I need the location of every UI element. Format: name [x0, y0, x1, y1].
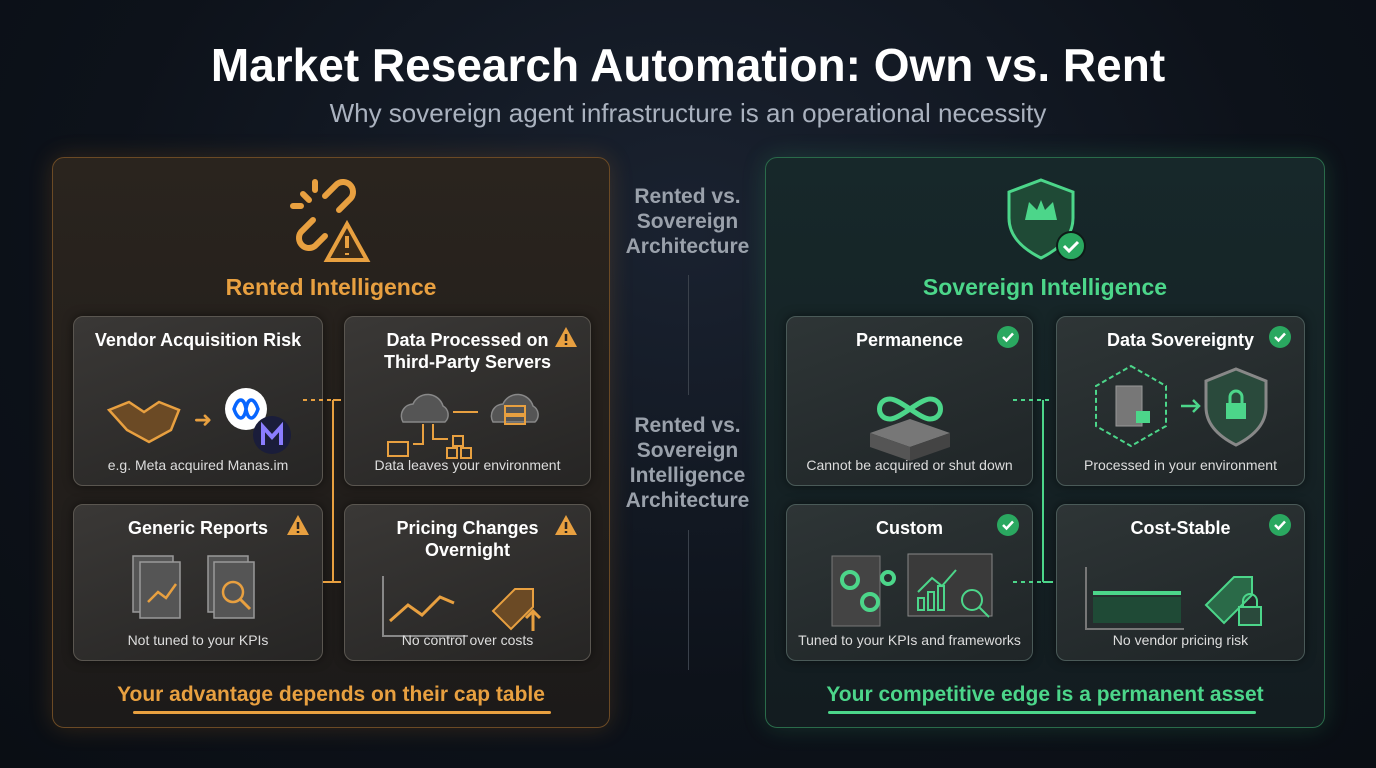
card-generic-reports: Generic Reports Not tuned to your KPIs [73, 504, 323, 661]
card-custom: Custom Tuned to your KPIs and frameworks [786, 504, 1033, 661]
secure-server-shield-icon [1094, 364, 1267, 448]
flat-price-lock-icon [1084, 567, 1262, 630]
card-caption: Data leaves your environment [374, 457, 561, 473]
cloud-servers-icon [386, 393, 539, 459]
gears-analytics-icon [831, 553, 992, 627]
rising-price-chart-icon [381, 576, 541, 637]
panel-title: Rented Intelligence [225, 274, 437, 300]
check-circle-icon [997, 514, 1019, 536]
card-cost-stable: Cost-Stable No vendor pricing risk [1056, 504, 1305, 661]
card-caption: Cannot be acquired or shut down [806, 457, 1013, 473]
flow-connectors [1013, 399, 1053, 583]
handshake-icon [106, 400, 181, 444]
card-caption: No vendor pricing risk [1112, 632, 1249, 648]
card-vendor-acquisition-risk: Vendor Acquisition Risk ➜ e.g. Meta acqu… [73, 316, 323, 486]
check-circle-icon [1269, 514, 1291, 536]
flow-connectors [303, 399, 341, 583]
card-caption: e.g. Meta acquired Manas.im [107, 457, 289, 473]
card-title: Custom [876, 518, 943, 538]
card-title: Pricing Changes Overnight [396, 518, 539, 560]
arrow-right-icon: ➜ [193, 407, 213, 432]
warning-icon [555, 327, 577, 347]
infinity-block-icon [869, 396, 950, 461]
underline [133, 711, 551, 714]
divider [688, 275, 689, 395]
card-title: Permanence [855, 330, 964, 350]
card-data-sovereignty: Data Sovereignty Processed in your envir… [1056, 316, 1305, 486]
middle-label-1: Rented vs. Sovereign Architecture [625, 185, 750, 258]
underline [828, 711, 1256, 714]
card-permanence: Permanence Cannot be acquired or shut do… [786, 316, 1033, 486]
card-caption: Tuned to your KPIs and frameworks [798, 632, 1021, 648]
card-caption: Not tuned to your KPIs [127, 632, 269, 648]
meta-manas-logos-icon [225, 388, 292, 454]
right-tagline: Your competitive edge is a permanent ass… [826, 683, 1264, 706]
card-title: Generic Reports [127, 518, 269, 538]
card-title: Cost-Stable [1130, 518, 1231, 538]
page-subtitle: Why sovereign agent infrastructure is an… [329, 98, 1047, 128]
check-circle-icon [997, 326, 1019, 348]
warning-icon [555, 515, 577, 535]
divider [688, 530, 689, 670]
card-caption: Processed in your environment [1084, 457, 1277, 473]
middle-label-2: Rented vs. Sovereign Intelligence Archit… [625, 414, 750, 512]
card-caption: No control over costs [401, 632, 534, 648]
broken-chain-warning-icon [290, 179, 371, 262]
card-title: Data Sovereignty [1106, 330, 1255, 350]
warning-icon [287, 515, 309, 535]
reports-icon [132, 555, 255, 619]
page-title: Market Research Automation: Own vs. Rent [210, 39, 1166, 91]
card-title: Data Processed on Third-Party Servers [383, 330, 552, 372]
card-pricing-changes: Pricing Changes Overnight No control ove… [344, 504, 591, 661]
sovereign-intelligence-panel: Sovereign Intelligence Permanence Cannot… [765, 157, 1325, 728]
card-title: Vendor Acquisition Risk [94, 330, 302, 350]
card-third-party-servers: Data Processed on Third-Party Servers Da… [344, 316, 591, 486]
rented-intelligence-panel: Rented Intelligence Vendor Acquisition R… [52, 157, 610, 728]
shield-crown-check-icon [1007, 178, 1086, 261]
panel-title: Sovereign Intelligence [922, 274, 1168, 300]
left-tagline: Your advantage depends on their cap tabl… [117, 683, 545, 706]
check-circle-icon [1269, 326, 1291, 348]
